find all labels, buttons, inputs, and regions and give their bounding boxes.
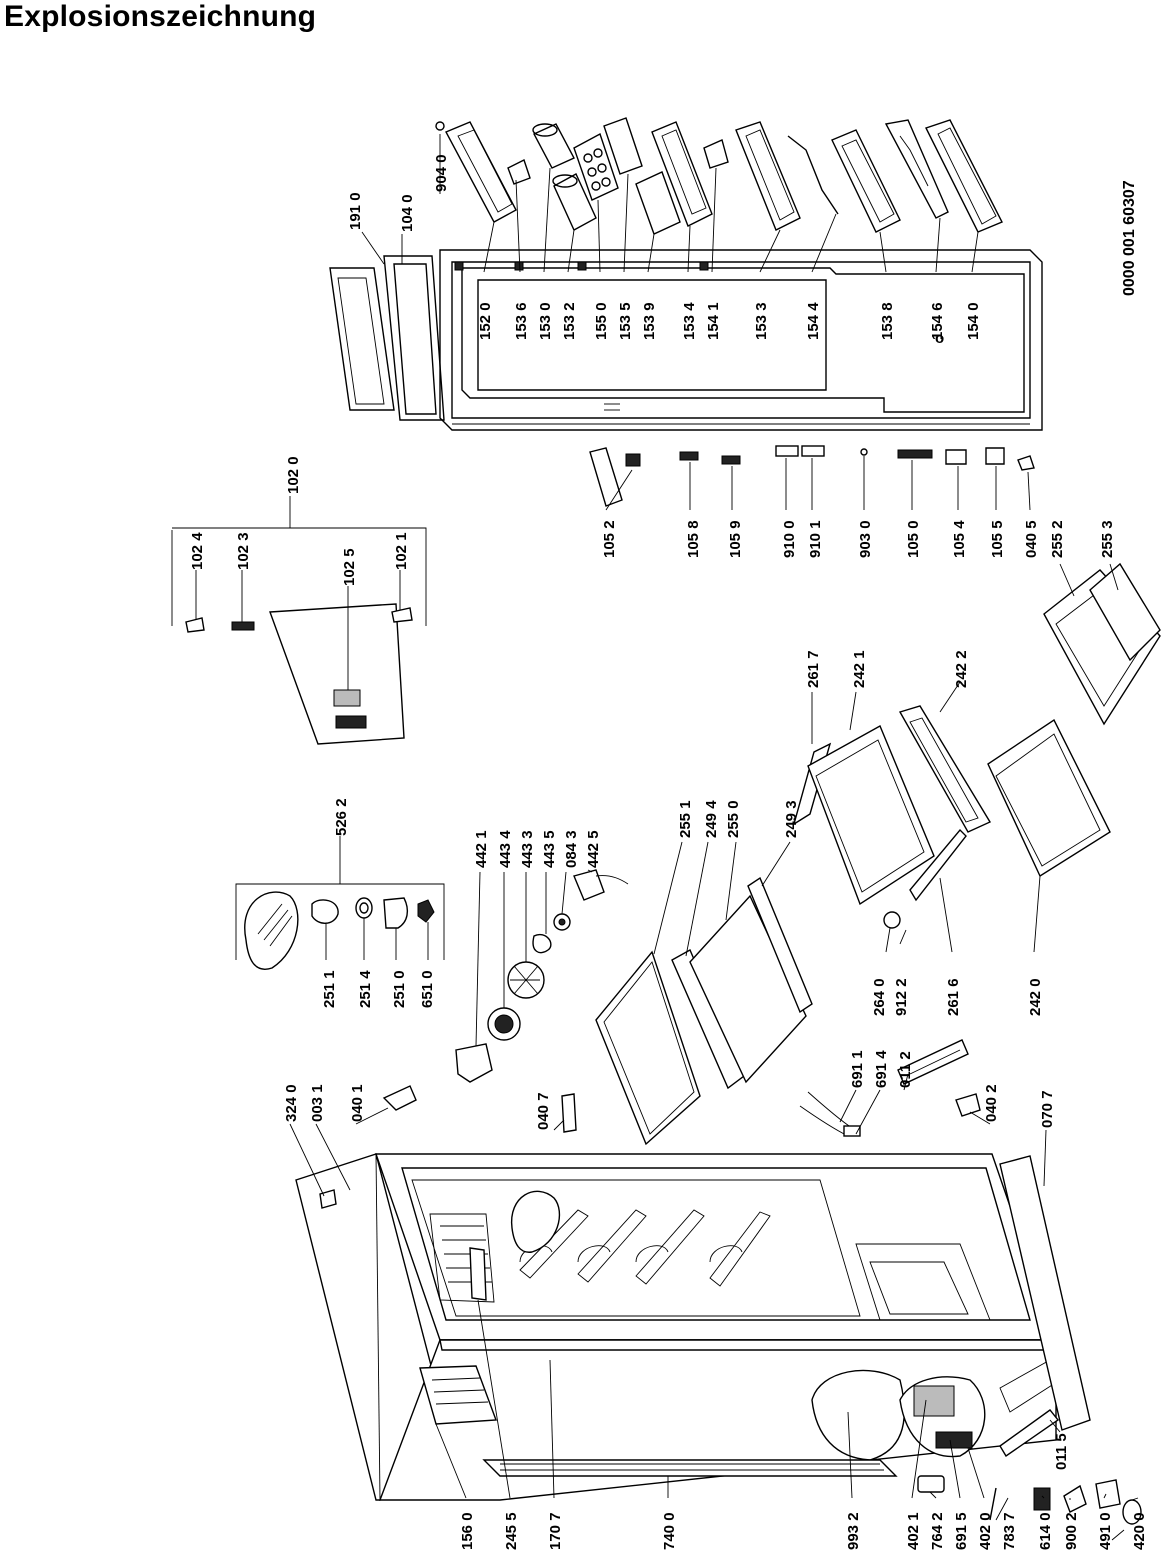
- label-526-2: 526 2: [333, 798, 350, 836]
- label-105-2: 105 2: [601, 520, 618, 558]
- label-264-0: 264 0: [871, 978, 888, 1016]
- label-912-2: 912 2: [893, 978, 910, 1016]
- label-251-0: 251 0: [391, 970, 408, 1008]
- label-442-5: 442 5: [585, 830, 602, 868]
- label-105-5: 105 5: [989, 520, 1006, 558]
- label-154-6: 154 6: [929, 302, 946, 340]
- label-249-3: 249 3: [783, 800, 800, 838]
- label-105-0: 105 0: [905, 520, 922, 558]
- label-910-1: 910 1: [807, 520, 824, 558]
- label-442-1: 442 1: [473, 830, 490, 868]
- label-251-1: 251 1: [321, 970, 338, 1008]
- glass-shelves: 255 1 249 4 255 0 249 3: [595, 800, 813, 1146]
- label-242-0: 242 0: [1027, 978, 1044, 1016]
- label-070-7: 070 7: [1039, 1090, 1056, 1128]
- label-102-5: 102 5: [341, 548, 358, 586]
- lamp-group: 526 2 251 1 251 4 251 0 651 0: [235, 798, 445, 1008]
- label-245-5: 245 5: [503, 1512, 520, 1550]
- hinge-labels: 105 2 105 8 105 9 910 0 910 1 903 0 105 …: [601, 520, 1116, 558]
- label-443-4: 443 4: [497, 830, 514, 868]
- label-153-0: 153 0: [537, 302, 554, 340]
- label-783-7: 783 7: [1001, 1512, 1018, 1550]
- door-labels: 191 0 104 0 904 0 152 0 153 6 153 0 153 …: [347, 154, 1138, 340]
- label-084-3: 084 3: [563, 830, 580, 868]
- label-420-0: 420 0: [1131, 1512, 1148, 1550]
- label-152-0: 152 0: [477, 302, 494, 340]
- label-249-4: 249 4: [703, 800, 720, 838]
- label-105-9: 105 9: [727, 520, 744, 558]
- hinge-leaders: [605, 456, 1031, 511]
- cabinet-leaders: [289, 1073, 1139, 1521]
- label-102-1: 102 1: [393, 532, 410, 570]
- label-153-5: 153 5: [617, 302, 634, 340]
- hinges-row: [589, 445, 1035, 507]
- label-261-7: 261 7: [805, 650, 822, 688]
- label-904-0: 904 0: [433, 154, 450, 192]
- label-154-4: 154 4: [805, 302, 822, 340]
- label-040-1: 040 1: [349, 1084, 366, 1122]
- label-242-2: 242 2: [953, 650, 970, 688]
- fridge-cabinet: [295, 1039, 1142, 1541]
- label-691-4: 691 4: [873, 1050, 890, 1088]
- label-102-4: 102 4: [189, 532, 206, 570]
- label-255-3: 255 3: [1099, 520, 1116, 558]
- label-443-5: 443 5: [541, 830, 558, 868]
- label-255-1: 255 1: [677, 800, 694, 838]
- label-153-4: 153 4: [681, 302, 698, 340]
- label-105-8: 105 8: [685, 520, 702, 558]
- label-154-1: 154 1: [705, 302, 722, 340]
- drawers: 261 7 242 1 242 2 264 0 912 2 261 6 242 …: [792, 562, 1161, 1016]
- label-402-1: 402 1: [905, 1512, 922, 1550]
- label-691-5: 691 5: [953, 1512, 970, 1550]
- fan-group: 442 1 443 4 443 3 443 5 084 3 442 5: [455, 830, 629, 1083]
- label-443-3: 443 3: [519, 830, 536, 868]
- label-040-7: 040 7: [535, 1092, 552, 1130]
- label-153-9: 153 9: [641, 302, 658, 340]
- label-903-0: 903 0: [857, 520, 874, 558]
- label-153-8: 153 8: [879, 302, 896, 340]
- label-102-3: 102 3: [235, 532, 252, 570]
- label-614-0: 614 0: [1037, 1512, 1054, 1550]
- label-011-2: 011 2: [897, 1051, 914, 1088]
- label-105-4: 105 4: [951, 520, 968, 558]
- label-691-1: 691 1: [849, 1050, 866, 1088]
- label-261-6: 261 6: [945, 978, 962, 1016]
- label-154-0: 154 0: [965, 302, 982, 340]
- cabinet-labels: 324 0 003 1 040 1 040 7 691 1 691 4 011 …: [283, 1050, 1148, 1550]
- label-153-2: 153 2: [561, 302, 578, 340]
- label-191-0: 191 0: [347, 192, 364, 230]
- page-title: Explosionszeichnung: [4, 0, 317, 33]
- label-155-0: 155 0: [593, 302, 610, 340]
- label-153-6: 153 6: [513, 302, 530, 340]
- label-255-2: 255 2: [1049, 520, 1066, 558]
- label-402-0: 402 0: [977, 1512, 994, 1550]
- label-324-0: 324 0: [283, 1084, 300, 1122]
- document-number: 0000 001 60307: [1121, 180, 1138, 296]
- label-993-2: 993 2: [845, 1512, 862, 1550]
- cover-panel-group: 102 0 102 4 102 3 102 5 102 1: [171, 456, 427, 745]
- label-740-0: 740 0: [661, 1512, 678, 1550]
- label-156-0: 156 0: [459, 1512, 476, 1550]
- door-assembly: o: [329, 249, 1043, 431]
- door-shelves: [435, 117, 1003, 235]
- label-910-0: 910 0: [781, 520, 798, 558]
- label-651-0: 651 0: [419, 970, 436, 1008]
- label-764-2: 764 2: [929, 1512, 946, 1550]
- label-153-3: 153 3: [753, 302, 770, 340]
- label-040-5: 040 5: [1023, 520, 1040, 558]
- label-104-0: 104 0: [399, 194, 416, 232]
- label-255-0: 255 0: [725, 800, 742, 838]
- label-011-5: 011 5: [1053, 1433, 1070, 1470]
- label-170-7: 170 7: [547, 1512, 564, 1550]
- label-251-4: 251 4: [357, 970, 374, 1008]
- label-491-0: 491 0: [1097, 1512, 1114, 1550]
- label-102-0: 102 0: [285, 456, 302, 494]
- label-003-1: 003 1: [309, 1084, 326, 1122]
- label-900-2: 900 2: [1063, 1512, 1080, 1550]
- label-040-2: 040 2: [983, 1084, 1000, 1122]
- door-leaders: [361, 134, 979, 273]
- door-mark: o: [935, 330, 944, 347]
- label-242-1: 242 1: [851, 650, 868, 688]
